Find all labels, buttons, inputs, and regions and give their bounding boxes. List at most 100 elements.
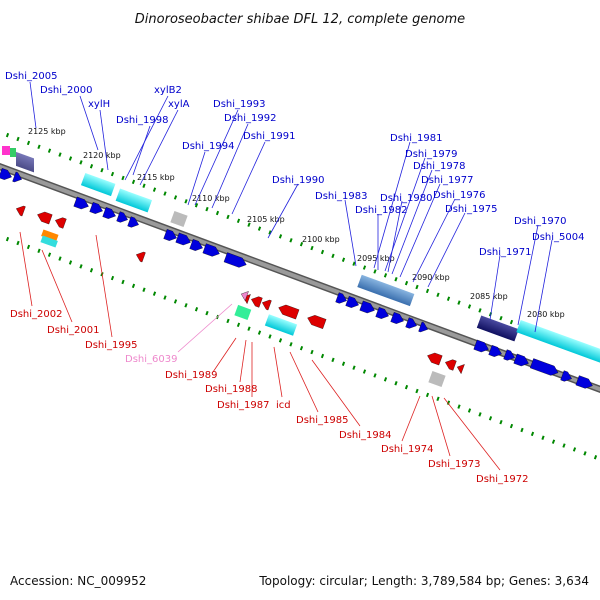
label-leader — [431, 395, 451, 457]
gene-block[interactable] — [170, 210, 188, 228]
forward-gene-arrow[interactable] — [0, 168, 13, 182]
gene-label-dshi-5004[interactable]: Dshi_5004 — [532, 232, 584, 243]
gene-block[interactable] — [10, 148, 16, 157]
forward-gene-arrow[interactable] — [175, 232, 193, 247]
gene-label-dshi-2005[interactable]: Dshi_2005 — [5, 71, 57, 82]
gene-label-dshi-1983[interactable]: Dshi_1983 — [315, 191, 367, 202]
gene-label-xyla[interactable]: xylA — [168, 99, 190, 110]
forward-gene-arrow[interactable] — [418, 321, 430, 334]
gene-label-dshi-1984[interactable]: Dshi_1984 — [339, 430, 391, 441]
gene-block[interactable] — [40, 235, 58, 248]
forward-gene-arrow[interactable] — [73, 196, 91, 211]
tick-mark — [257, 330, 262, 335]
gene-block[interactable] — [428, 370, 446, 388]
gene-label-dshi-1995[interactable]: Dshi_1995 — [85, 340, 137, 351]
reverse-gene-arrow[interactable] — [277, 303, 300, 320]
gene-label-dshi-1989[interactable]: Dshi_1989 — [165, 370, 217, 381]
gene-label-dshi-1992[interactable]: Dshi_1992 — [224, 113, 276, 124]
forward-gene-arrow[interactable] — [163, 229, 179, 243]
gene-label-dshi-1990[interactable]: Dshi_1990 — [272, 175, 324, 186]
tick-mark — [194, 203, 199, 208]
gene-label-dshi-1972[interactable]: Dshi_1972 — [476, 474, 528, 485]
gene-block[interactable] — [41, 229, 59, 242]
gene-label-dshi-2002[interactable]: Dshi_2002 — [10, 309, 62, 320]
label-leader — [427, 212, 466, 288]
reverse-gene-arrow[interactable] — [250, 295, 263, 308]
forward-gene-arrow[interactable] — [12, 171, 24, 184]
gene-label-dshi-1976[interactable]: Dshi_1976 — [433, 190, 485, 201]
gene-label-dshi-2000[interactable]: Dshi_2000 — [40, 85, 92, 96]
gene-block[interactable] — [516, 319, 600, 363]
gene-label-dshi-1973[interactable]: Dshi_1973 — [428, 459, 480, 470]
gene-block[interactable] — [16, 151, 34, 173]
gene-label-dshi-1985[interactable]: Dshi_1985 — [296, 415, 348, 426]
gene-label-dshi-1988[interactable]: Dshi_1988 — [205, 384, 257, 395]
reverse-gene-arrow[interactable] — [261, 298, 272, 311]
forward-gene-arrow[interactable] — [89, 202, 105, 216]
gene-block[interactable] — [115, 188, 153, 213]
reverse-gene-arrow[interactable] — [15, 204, 26, 217]
label-leader — [239, 339, 247, 383]
gene-label-xylh[interactable]: xylH — [88, 99, 110, 110]
gene-label-dshi-1993[interactable]: Dshi_1993 — [213, 99, 265, 110]
gene-block[interactable] — [80, 172, 116, 197]
reverse-gene-arrow[interactable] — [135, 250, 146, 263]
kbp-label: 2080 kbp — [527, 310, 565, 319]
gene-label-dshi-1981[interactable]: Dshi_1981 — [390, 133, 442, 144]
forward-gene-arrow[interactable] — [513, 353, 531, 368]
gene-label-dshi-1975[interactable]: Dshi_1975 — [445, 204, 497, 215]
pseudo-gene-arrow[interactable] — [239, 289, 249, 302]
forward-gene-arrow[interactable] — [202, 243, 221, 259]
reverse-gene-arrow[interactable] — [54, 216, 67, 229]
forward-gene-arrow[interactable] — [375, 307, 391, 321]
forward-gene-arrow[interactable] — [102, 207, 118, 221]
gene-label-dshi-1977[interactable]: Dshi_1977 — [421, 175, 473, 186]
reverse-gene-arrow[interactable] — [444, 358, 457, 371]
forward-gene-arrow[interactable] — [127, 216, 141, 230]
gene-label-dshi-1978[interactable]: Dshi_1978 — [413, 161, 465, 172]
forward-gene-arrow[interactable] — [529, 358, 560, 378]
tick-mark — [89, 164, 94, 169]
gene-label-dshi-1987[interactable]: Dshi_1987 — [217, 400, 269, 411]
gene-label-xylb2[interactable]: xylB2 — [154, 85, 182, 96]
reverse-gene-arrow[interactable] — [426, 351, 443, 366]
gene-block[interactable] — [234, 304, 252, 321]
accession-text: Accession: NC_009952 — [10, 574, 146, 588]
forward-gene-arrow[interactable] — [560, 370, 574, 384]
gene-label-dshi-6039[interactable]: Dshi_6039 — [125, 354, 177, 365]
forward-gene-arrow[interactable] — [223, 252, 248, 270]
forward-gene-arrow[interactable] — [390, 312, 406, 326]
gene-block[interactable] — [2, 146, 10, 155]
gene-block[interactable] — [264, 314, 298, 336]
forward-gene-arrow[interactable] — [189, 239, 205, 253]
forward-gene-arrow[interactable] — [503, 349, 517, 363]
forward-gene-arrow[interactable] — [405, 317, 419, 331]
gene-label-dshi-1974[interactable]: Dshi_1974 — [381, 444, 433, 455]
gene-label-dshi-1991[interactable]: Dshi_1991 — [243, 131, 295, 142]
forward-gene-arrow[interactable] — [359, 300, 377, 315]
gene-block[interactable] — [357, 274, 415, 307]
tick-mark — [226, 318, 230, 324]
gene-block[interactable] — [476, 315, 519, 342]
gene-label-dshi-2001[interactable]: Dshi_2001 — [47, 325, 99, 336]
gene-label-dshi-1979[interactable]: Dshi_1979 — [405, 149, 457, 160]
tick-mark — [152, 187, 157, 192]
forward-gene-arrow[interactable] — [345, 296, 361, 310]
forward-gene-arrow[interactable] — [473, 339, 491, 354]
gene-label-dshi-1994[interactable]: Dshi_1994 — [182, 141, 234, 152]
forward-gene-arrow[interactable] — [116, 211, 130, 225]
reverse-gene-arrow[interactable] — [306, 313, 327, 329]
reverse-gene-arrow[interactable] — [36, 210, 53, 225]
tick-mark — [236, 218, 241, 224]
forward-gene-arrow[interactable] — [488, 345, 504, 359]
gene-label-dshi-1970[interactable]: Dshi_1970 — [514, 216, 566, 227]
gene-label-icd[interactable]: icd — [276, 400, 291, 411]
forward-gene-arrow[interactable] — [575, 375, 594, 391]
gene-label-dshi-1971[interactable]: Dshi_1971 — [479, 247, 531, 258]
forward-gene-arrow[interactable] — [335, 292, 349, 306]
gene-label-dshi-1980[interactable]: Dshi_1980 — [380, 193, 432, 204]
gene-label-dshi-1982[interactable]: Dshi_1982 — [355, 205, 407, 216]
reverse-gene-arrow[interactable] — [455, 362, 465, 375]
tick-mark — [79, 160, 83, 165]
gene-label-dshi-1998[interactable]: Dshi_1998 — [116, 115, 168, 126]
